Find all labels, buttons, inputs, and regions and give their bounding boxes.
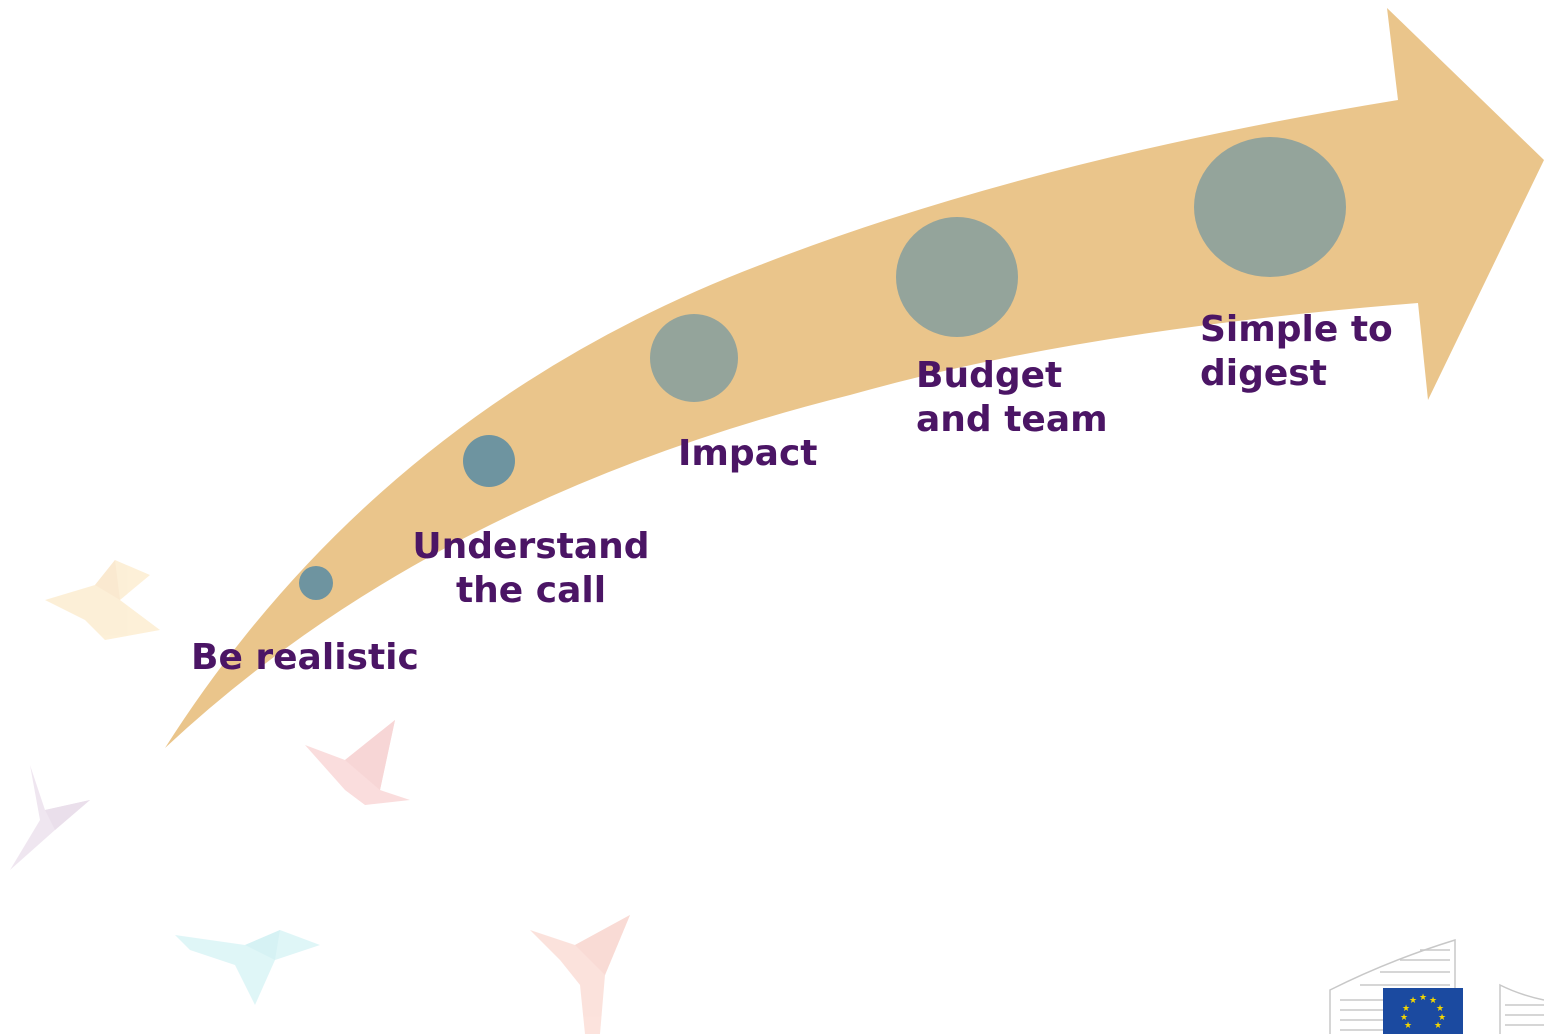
- step-circle-budget-and-team: [896, 217, 1018, 337]
- svg-text:★: ★: [1400, 1013, 1408, 1023]
- step-circle-impact: [650, 314, 738, 402]
- step-circle-understand-the-call: [463, 435, 515, 487]
- svg-text:★: ★: [1434, 1021, 1442, 1031]
- step-label-impact: Impact: [678, 433, 818, 474]
- eu-flag-logo-icon: ★ ★ ★ ★ ★ ★ ★ ★ ★: [1329, 938, 1544, 1034]
- svg-text:★: ★: [1438, 1013, 1446, 1023]
- step-label-be-realistic: Be realistic: [191, 637, 419, 678]
- step-label-understand-the-call: Understand the call: [412, 526, 650, 611]
- svg-text:★: ★: [1402, 1004, 1410, 1014]
- origami-bird-icon: [175, 930, 320, 1005]
- origami-bird-icon: [530, 915, 630, 1034]
- svg-text:★: ★: [1409, 996, 1417, 1006]
- svg-text:★: ★: [1436, 1004, 1444, 1014]
- step-circle-be-realistic: [299, 566, 333, 600]
- step-label-budget-and-team: Budget and team: [916, 355, 1108, 440]
- step-label-simple-to-digest: Simple to digest: [1200, 309, 1393, 394]
- svg-text:★: ★: [1429, 996, 1437, 1006]
- origami-bird-icon: [45, 560, 160, 640]
- origami-bird-icon: [10, 765, 90, 870]
- step-circle-simple-to-digest: [1194, 137, 1346, 277]
- svg-text:★: ★: [1404, 1021, 1412, 1031]
- origami-birds-decoration: [10, 560, 630, 1034]
- origami-bird-icon: [305, 720, 410, 805]
- svg-text:★: ★: [1419, 993, 1427, 1003]
